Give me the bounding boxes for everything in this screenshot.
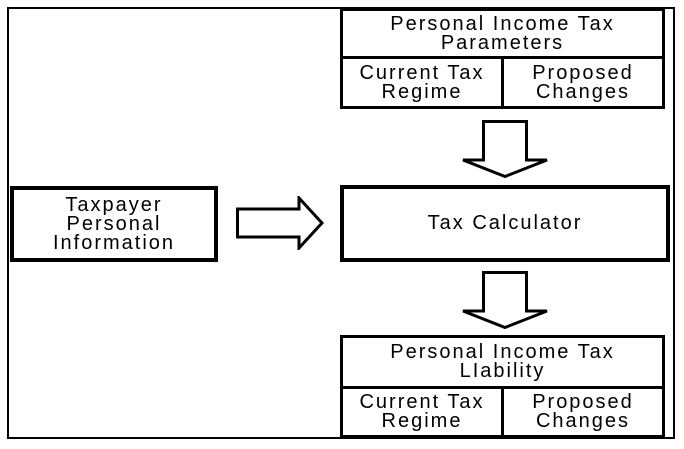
down-arrow-icon: [462, 120, 548, 178]
tax-calculator-box: Tax Calculator: [340, 185, 670, 262]
cell-line: Proposed: [532, 61, 634, 84]
cell-line: Regime: [381, 80, 463, 103]
taxpayer-line: Taxpayer: [65, 193, 163, 216]
taxpayer-line: Information: [52, 231, 176, 254]
cell-line: Proposed: [532, 391, 634, 413]
parameters-box-title: Personal Income Tax Parameters: [343, 11, 662, 59]
cell-line: Regime: [381, 410, 463, 432]
tax-calculator-label: Tax Calculator: [427, 212, 583, 234]
parameters-proposed-changes-cell: Proposed Changes: [504, 59, 662, 106]
cell-line: Changes: [535, 410, 631, 432]
taxpayer-info-box: Taxpayer Personal Information: [10, 186, 218, 262]
title-line: Parameters: [440, 31, 565, 54]
title-line: LIability: [459, 360, 546, 382]
liability-box: Personal Income Tax LIability Current Ta…: [340, 335, 665, 438]
cell-line: Changes: [535, 80, 631, 103]
parameters-box: Personal Income Tax Parameters Current T…: [340, 8, 665, 109]
parameters-current-tax-regime-cell: Current Tax Regime: [343, 59, 504, 106]
liability-proposed-changes-cell: Proposed Changes: [504, 389, 662, 435]
liability-current-tax-regime-cell: Current Tax Regime: [343, 389, 504, 435]
down-arrow-icon: [462, 271, 548, 329]
right-arrow-icon: [236, 196, 324, 250]
parameters-box-cells: Current Tax Regime Proposed Changes: [343, 59, 662, 106]
liability-box-cells: Current Tax Regime Proposed Changes: [343, 389, 662, 435]
liability-box-title: Personal Income Tax LIability: [343, 338, 662, 389]
cell-line: Current Tax: [359, 391, 485, 413]
title-line: Personal Income Tax: [390, 341, 615, 363]
cell-line: Current Tax: [359, 61, 485, 84]
title-line: Personal Income Tax: [390, 12, 615, 35]
taxpayer-line: Personal: [66, 212, 162, 235]
